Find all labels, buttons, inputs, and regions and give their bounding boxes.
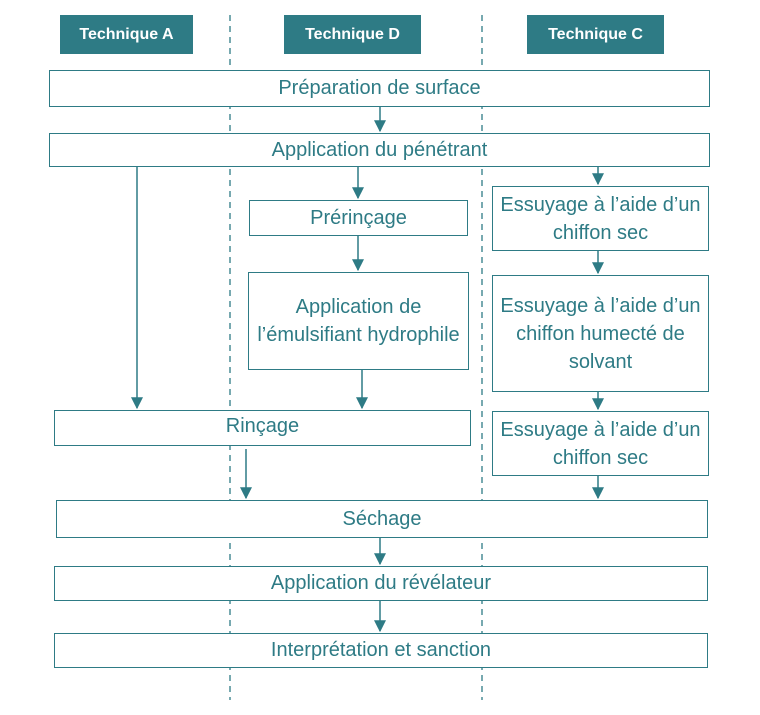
header-technique-d: Technique D: [284, 15, 421, 54]
step-penetrant-application: Application du pénétrant: [49, 133, 710, 167]
step-solvent-cloth-wipe: Essuyage à l’aide d’un chiffon humecté d…: [492, 275, 709, 392]
step-developer-application: Application du révélateur: [54, 566, 708, 601]
step-surface-preparation: Préparation de surface: [49, 70, 710, 107]
header-technique-a: Technique A: [60, 15, 193, 54]
header-technique-c: Technique C: [527, 15, 664, 54]
step-emulsifier-application: Application de l’émulsifiant hydrophile: [248, 272, 469, 370]
step-rinse: Rinçage: [54, 410, 471, 446]
step-prerinse: Prérinçage: [249, 200, 468, 236]
step-dry-cloth-wipe-2: Essuyage à l’aide d’un chiffon sec: [492, 411, 709, 476]
step-dry-cloth-wipe-1: Essuyage à l’aide d’un chiffon sec: [492, 186, 709, 251]
step-interpretation: Interprétation et sanction: [54, 633, 708, 668]
step-drying: Séchage: [56, 500, 708, 538]
